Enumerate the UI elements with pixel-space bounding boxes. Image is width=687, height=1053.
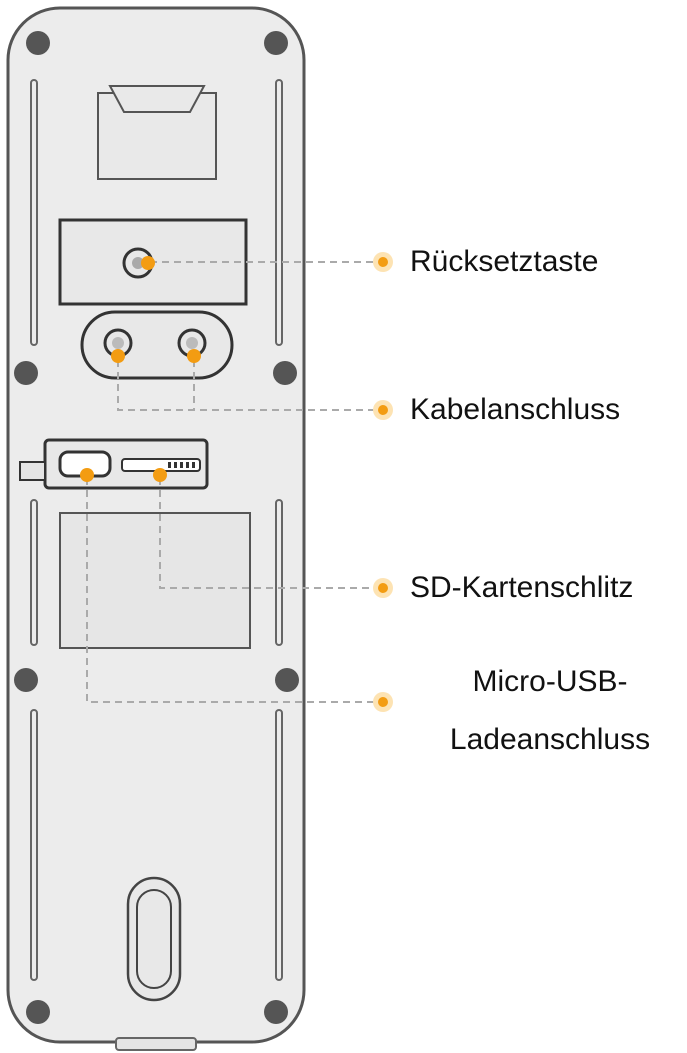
mounting-slot: [126, 876, 182, 1002]
side-tab: [19, 461, 46, 481]
label-plate: [59, 512, 251, 649]
label-cable-connector: Kabelanschluss: [410, 393, 621, 426]
screw-icon: [14, 31, 299, 1024]
label-reset-button: Rücksetztaste: [410, 245, 599, 278]
side-grooves: [30, 79, 283, 981]
label-marker-icon: [373, 252, 393, 712]
label-usb-line1: Micro-USB-: [472, 665, 628, 698]
bottom-clip: [115, 1037, 197, 1051]
top-module-tab: [108, 85, 206, 113]
orange-dot-icon: [80, 256, 201, 482]
leader-lines: [86, 261, 380, 703]
label-sd-card-slot: SD-Kartenschlitz: [410, 571, 634, 604]
label-usb-line2: Ladeanschluss: [449, 723, 651, 756]
